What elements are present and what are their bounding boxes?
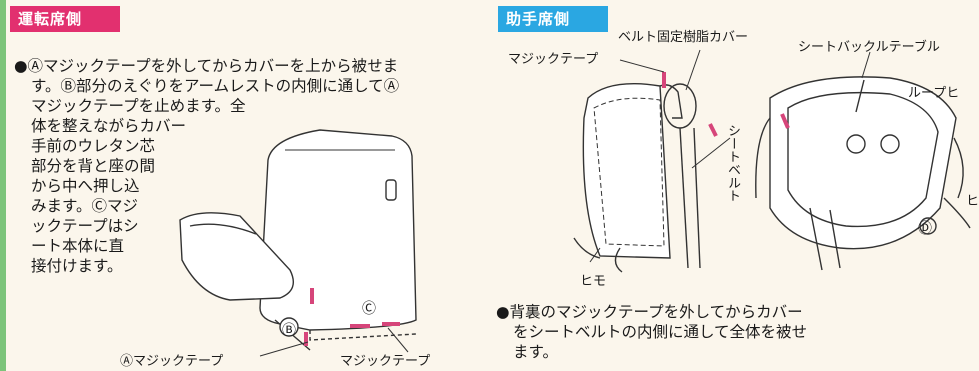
passenger-label-himo: ヒモ (580, 274, 607, 289)
driver-seat-illustration (179, 129, 417, 357)
driver-instructions: ●Ⓐマジックテープを外してからカバーを上から被せま す。Ⓑ部分のえぐりをアームレ… (14, 56, 399, 276)
passenger-instruction-line: ●背裏のマジックテープを外してからカバー (496, 303, 803, 321)
passenger-instruction-line: ます。 (513, 343, 558, 361)
driver-instruction-line: から中へ押し込 (31, 177, 140, 195)
driver-instruction-line: 体を整えながらカバー (31, 117, 187, 135)
passenger-label-hi: ヒ (966, 194, 979, 209)
driver-marker-b: Ⓑ (282, 323, 296, 339)
passenger-seat-illustration (573, 49, 971, 273)
passenger-label-buckle-table: シートバックルテーブル (798, 40, 940, 55)
driver-instruction-line: マジックテープを止めます。全 (31, 97, 246, 115)
driver-label-magic-tape-a: Ⓐマジックテープ (120, 354, 224, 369)
driver-instruction-line: ート本体に直 (31, 237, 125, 255)
driver-instruction-line: 部分を背と座の間 (31, 157, 156, 175)
driver-instruction-line: 手前のウレタン芯 (31, 137, 156, 155)
passenger-label-belt-cover: ベルト固定樹脂カバー (618, 30, 749, 45)
passenger-marker-d: Ⓓ (918, 221, 932, 237)
passenger-label-loop: ループヒ (908, 86, 960, 101)
passenger-label-seatbelt: シートベルト (725, 124, 740, 202)
left-edge-strip (0, 0, 6, 371)
driver-instruction-line: ックテープはシ (31, 217, 139, 235)
driver-instruction-line: ●Ⓐマジックテープを外してからカバーを上から被せま (14, 57, 399, 75)
passenger-instructions: ●背裏のマジックテープを外してからカバー をシートベルトの内側に通して全体を被せ… (496, 302, 807, 362)
driver-label-magic-tape: マジックテープ (340, 354, 431, 369)
driver-instruction-line: す。Ⓑ部分のえぐりをアームレストの内側に通してⒶ (31, 77, 400, 95)
driver-instruction-line: 接付けます。 (31, 257, 123, 275)
driver-side-heading: 運転席側 (10, 6, 120, 32)
driver-marker-c: Ⓒ (362, 301, 376, 317)
passenger-side-heading: 助手席側 (498, 6, 608, 32)
driver-instruction-line: みます。Ⓒマジ (31, 197, 138, 215)
passenger-label-magic-tape: マジックテープ (508, 52, 599, 67)
passenger-instruction-line: をシートベルトの内側に通して全体を被せ (513, 323, 808, 341)
